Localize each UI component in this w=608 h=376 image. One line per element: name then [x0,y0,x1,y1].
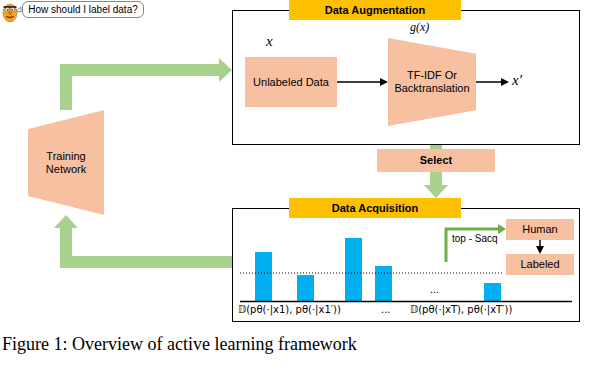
ellipsis: ... [381,304,391,316]
figure-caption: Figure 1: Overview of active learning fr… [2,334,357,355]
node-label: How should I label data? [28,4,138,16]
pupil [11,9,13,11]
stage-heading: Data Augmentation [289,0,461,20]
arrow-head [498,224,506,234]
arrow-head [424,185,448,198]
eye [6,8,10,12]
node-label: TF-IDF Or Backtranslation [394,69,470,94]
bar [345,238,362,301]
eye [11,8,15,12]
node-label: Unlabeled Data [253,76,329,89]
bar [297,275,314,301]
function-label: g(x) [410,21,429,35]
connector [66,70,220,110]
threshold-line [240,273,503,274]
network-block: Training Network [28,110,104,215]
connector-group [337,78,388,86]
stage-heading: Data Acquisition [289,198,461,218]
variable-label: x′ [512,72,522,89]
connector-group [66,58,232,110]
process-box: Labeled [506,254,574,275]
selection-arrow [446,229,499,262]
text-holder: Labeled [506,254,574,275]
connector [539,240,541,247]
bar [255,252,272,301]
nose [8,11,12,15]
connector-group [536,240,544,254]
variable-label: x [266,33,273,50]
process-box: Human [506,219,574,240]
bubble-tail [16,7,21,12]
connector [337,81,381,83]
score-bars [255,238,501,301]
network-block: TF-IDF Or Backtranslation [388,38,476,126]
arrow-head [380,78,388,86]
text-holder: TF-IDF Or Backtranslation [388,38,476,126]
connector [430,172,442,186]
trapezoid-fill [28,110,104,215]
brow [4,6,17,8]
connector-group [424,172,448,198]
bar [484,283,501,301]
process-box: Unlabeled Data [245,57,337,107]
arrow-head [54,215,78,228]
selection-label: top - Sacq [452,233,498,245]
formula-label: 𝔻(pθ(·|xT), pθ(·|xT′)) [410,304,512,316]
text-holder: Unlabeled Data [245,57,337,107]
stage-frame: Data AugmentationUnlabeled DataTF-IDF Or… [232,10,580,145]
mouth [6,17,14,19]
arrow-head [219,58,232,82]
output-arrow [476,81,502,83]
text-holder: Training Network [28,110,104,215]
text-holder: Select [377,149,495,172]
node-label: Labeled [520,258,559,271]
node-label: Training Network [34,150,98,175]
ellipsis: ... [430,283,439,296]
axis-line [240,301,572,303]
pupil [7,9,9,11]
node-label: Human [522,223,557,236]
head [3,4,17,22]
arrow-head [501,78,509,86]
speech-bubble: How should I label data? [22,1,144,18]
character-icon [3,4,17,22]
formula-label: 𝔻(pθ(·|x1), pθ(·|x1′)) [238,304,341,316]
node-label: Select [420,154,452,167]
text-holder: How should I label data? [23,2,143,17]
bar [375,266,392,301]
arrow-head [536,246,544,254]
connector [66,227,232,262]
connector-group [54,215,232,262]
text-holder: Human [506,219,574,240]
process-box: Select [377,149,495,172]
trapezoid-fill [388,38,476,126]
